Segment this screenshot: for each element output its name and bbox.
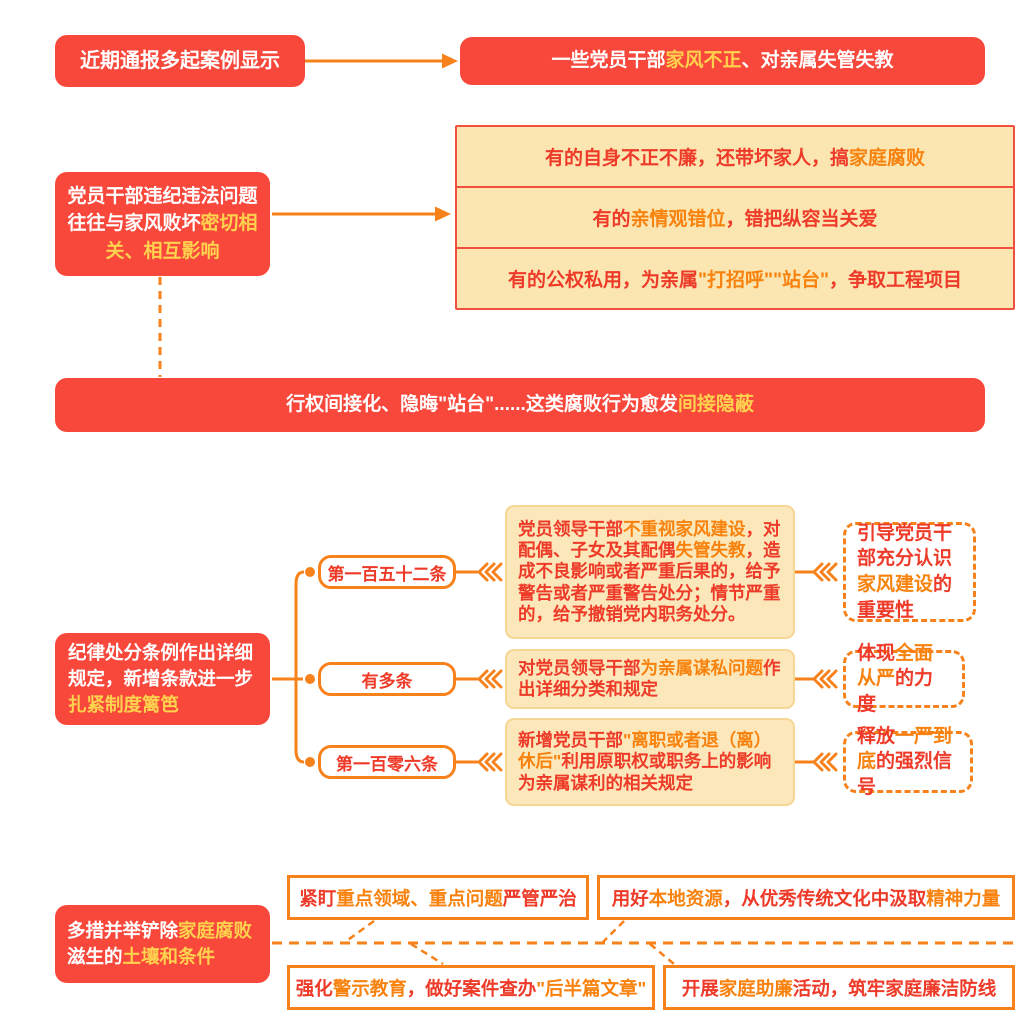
triple-chevron-icon: [454, 562, 503, 582]
case-row: 有的自身不正不廉，还带坏家人，搞家庭腐败: [544, 148, 926, 169]
regulation-box: 纪律处分条例作出详细规定，新增条款进一步扎紧制度篱笆: [55, 633, 270, 725]
triple-chevron-icon: [454, 752, 503, 772]
triple-chevron-icon: [454, 669, 503, 689]
summary-box: 行权间接化、隐晦"站台"......这类腐败行为愈发间接隐蔽: [55, 378, 985, 432]
measure-item: 紧盯重点领域、重点问题严管严治: [287, 875, 589, 920]
article-detail-card: 党员领导干部不重视家风建设，对配偶、子女及其配偶失管失教，造成不良影响或者严重后…: [505, 505, 795, 639]
triple-chevron-icon: [793, 669, 838, 689]
case-report-box: 近期通报多起案例显示: [55, 35, 305, 87]
measure-item: 开展家庭助廉活动，筑牢家庭廉洁防线: [663, 965, 1015, 1010]
measure-item: 用好本地资源，从优秀传统文化中汲取精神力量: [597, 875, 1015, 920]
bracket-connector: [272, 567, 315, 767]
triple-chevron-icon: [793, 562, 838, 582]
case-row: 有的亲情观错位，错把纵容当关爱: [457, 186, 1013, 247]
case-row: 有的公权私用，为亲属"打招呼""站台"，争取工程项目: [457, 247, 1013, 308]
measures-box: 多措并举铲除家庭腐败滋生的土壤和条件: [55, 905, 270, 983]
note-box: 引导党员干部充分认识家风建设的重要性: [843, 522, 976, 622]
case-table: 有的自身不正不廉，还带坏家人，搞家庭腐败 有的亲情观错位，错把纵容当关爱 有的公…: [455, 125, 1015, 310]
problem-statement-box: 党员干部违纪违法问题往往与家风败坏密切相关、相互影响: [55, 172, 270, 276]
measure-item: 强化警示教育，做好案件查办"后半篇文章": [287, 965, 655, 1010]
note-box: 体现全面从严的力度: [843, 643, 965, 715]
dashed-branch-connector: [272, 919, 1018, 966]
article-detail-card: 新增党员干部"离职或者退（离）休后"利用原职权或职务上的影响为亲属谋利的相关规定: [505, 718, 795, 806]
arrow-right-icon: [305, 53, 458, 69]
article-detail-card: 对党员领导干部为亲属谋私问题作出详细分类和规定: [505, 649, 795, 709]
case-result-box: 一些党员干部家风不正、对亲属失管失教: [460, 37, 985, 85]
triple-chevron-icon: [793, 752, 838, 772]
article-pill-106: 第一百零六条: [318, 745, 456, 779]
article-pill-multiple: 有多条: [318, 662, 456, 696]
arrow-right-icon: [272, 206, 451, 222]
note-box: 释放一严到底的强烈信号: [843, 726, 973, 798]
article-pill-152: 第一百五十二条: [318, 555, 456, 589]
